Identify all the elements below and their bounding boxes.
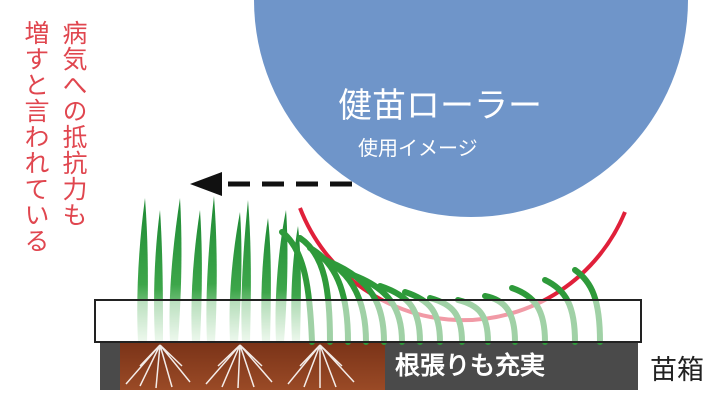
roller-drum: [254, 0, 688, 217]
roller-subtitle: 使用イメージ: [358, 136, 478, 160]
motion-arrow: [190, 172, 352, 196]
left-text-column-2: 増すと言われている: [21, 20, 50, 254]
left-text-column-1: 病気への抵抗力も: [59, 20, 88, 228]
roller-title: 健苗ローラー: [338, 86, 542, 126]
roots-label: 根張りも充実: [395, 351, 546, 380]
tray-label: 苗箱: [650, 355, 704, 386]
roots: [125, 344, 355, 389]
tray-rim: [94, 299, 642, 343]
